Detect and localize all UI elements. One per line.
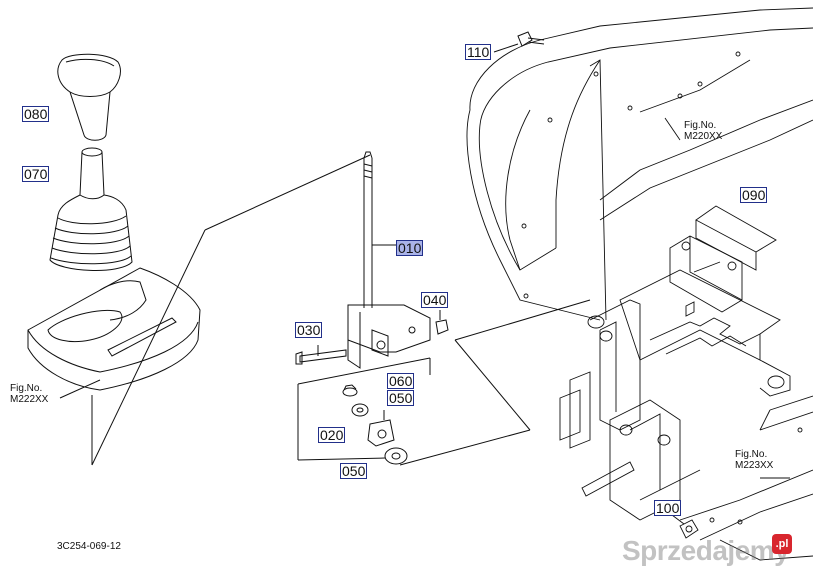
fig-ref-m223-line2: M223XX <box>735 460 774 471</box>
floor-plate-drawing <box>27 267 201 391</box>
fig-ref-m222-line1: Fig.No. <box>10 383 43 394</box>
part-label-090[interactable]: 090 <box>740 187 768 203</box>
small-parts-drawing <box>342 384 408 465</box>
part-label-050-upper[interactable]: 050 <box>387 390 415 406</box>
part-label-100[interactable]: 100 <box>654 500 682 516</box>
fig-ref-m220: Fig.No. M220XX <box>684 120 722 142</box>
part-label-060[interactable]: 060 <box>387 373 415 389</box>
fig-ref-m220-line2: M220XX <box>684 131 723 142</box>
fig-ref-m222: Fig.No. M222XX <box>10 383 48 405</box>
fig-ref-m220-line1: Fig.No. <box>684 120 717 131</box>
part-label-080[interactable]: 080 <box>22 106 50 122</box>
part-label-040[interactable]: 040 <box>421 292 449 308</box>
part-label-050-lower[interactable]: 050 <box>340 463 368 479</box>
callout-lines <box>91 154 591 466</box>
lower-plate-drawing <box>667 395 813 561</box>
part-label-070[interactable]: 070 <box>22 166 50 182</box>
watermark-badge: .pl <box>772 534 792 554</box>
shift-knob-drawing <box>57 53 121 141</box>
drawing-code: 3C254-069-12 <box>57 541 121 552</box>
part-label-110[interactable]: 110 <box>465 44 492 60</box>
shift-boot-drawing <box>49 147 133 271</box>
bracket-assembly-drawing <box>559 205 791 521</box>
shift-lever-drawing <box>295 151 449 369</box>
bolt-110-drawing <box>493 31 545 53</box>
part-label-010[interactable]: 010 <box>396 240 424 256</box>
fig-ref-m223-line1: Fig.No. <box>735 449 768 460</box>
fig-ref-m222-line2: M222XX <box>10 394 49 405</box>
fig-ref-m223: Fig.No. M223XX <box>735 449 773 471</box>
part-label-020[interactable]: 020 <box>318 427 346 443</box>
part-label-030[interactable]: 030 <box>295 322 323 338</box>
frame-drawing <box>466 7 813 321</box>
watermark-text: Sprzedajemy <box>622 535 790 566</box>
